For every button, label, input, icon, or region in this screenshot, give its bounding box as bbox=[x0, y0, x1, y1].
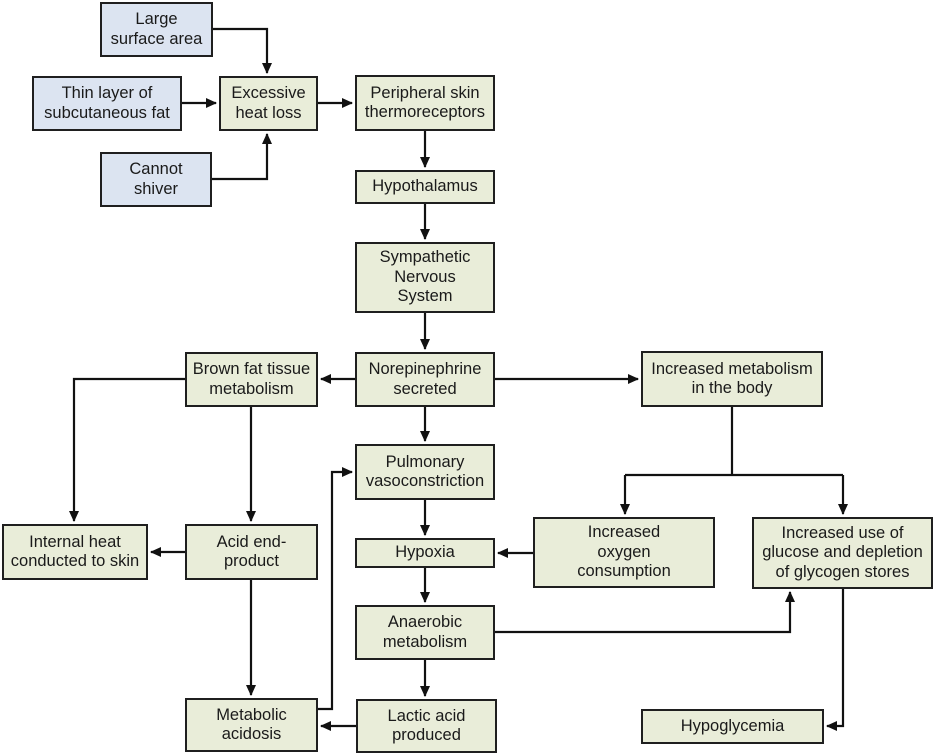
node-lactic-acid-produced: Lactic acid produced bbox=[356, 699, 497, 753]
node-anaerobic-metabolism: Anaerobic metabolism bbox=[355, 605, 495, 660]
node-increased-metabolism-in-body: Increased metabolism in the body bbox=[641, 351, 823, 407]
edge-metabolic-acidosis-to-pulmonary bbox=[318, 467, 353, 711]
node-hypothalamus: Hypothalamus bbox=[355, 170, 495, 204]
node-pulmonary-vasoconstriction: Pulmonary vasoconstriction bbox=[355, 444, 495, 500]
node-cannot-shiver: Cannot shiver bbox=[100, 152, 212, 207]
node-thin-subcutaneous-fat: Thin layer of subcutaneous fat bbox=[32, 76, 182, 131]
edge-large-surface-to-excessive-heat bbox=[213, 27, 272, 74]
node-brown-fat-tissue-metabolism: Brown fat tissue metabolism bbox=[185, 352, 318, 407]
node-hypoxia: Hypoxia bbox=[355, 538, 495, 568]
node-large-surface-area: Large surface area bbox=[100, 2, 213, 57]
node-excessive-heat-loss: Excessive heat loss bbox=[219, 76, 318, 131]
node-hypoglycemia: Hypoglycemia bbox=[641, 709, 824, 744]
node-norepinephrine-secreted: Norepinephrine secreted bbox=[355, 352, 495, 407]
node-internal-heat-conducted-to-skin: Internal heat conducted to skin bbox=[2, 524, 148, 580]
node-sympathetic-nervous-system: Sympathetic Nervous System bbox=[355, 242, 495, 313]
node-increased-oxygen-consumption: Increased oxygen consumption bbox=[533, 517, 715, 588]
edge-increased-metabolism-branch-stem bbox=[625, 407, 843, 477]
node-metabolic-acidosis: Metabolic acidosis bbox=[185, 698, 318, 752]
node-increased-glucose-use: Increased use of glucose and depletion o… bbox=[752, 517, 933, 589]
node-peripheral-skin-thermoreceptors: Peripheral skin thermoreceptors bbox=[355, 75, 495, 131]
edge-increased-glucose-to-hypoglycemia bbox=[826, 589, 845, 731]
edge-anaerobic-to-increased-glucose bbox=[495, 591, 795, 634]
edge-cannot-shiver-to-excessive-heat bbox=[212, 133, 272, 181]
edge-brown-fat-to-internal-heat bbox=[69, 377, 185, 522]
node-acid-end-product: Acid end- product bbox=[185, 524, 318, 580]
